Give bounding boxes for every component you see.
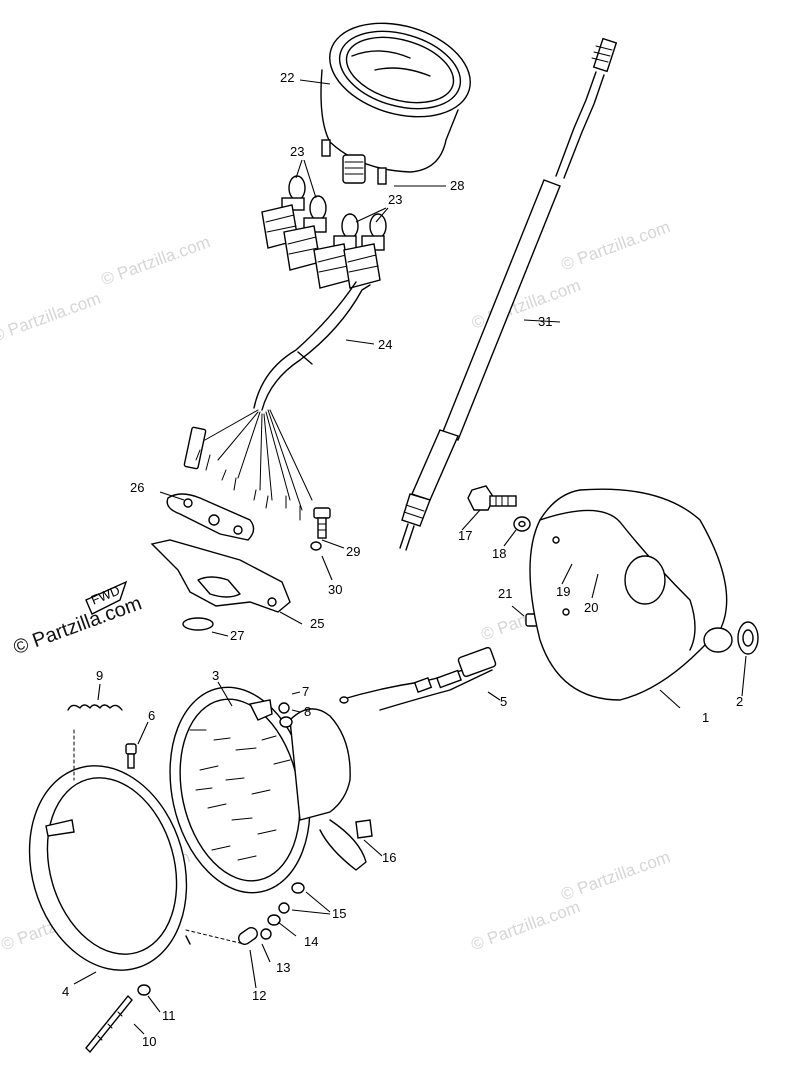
callout-22: 22: [280, 70, 294, 85]
callout-27: 27: [230, 628, 244, 643]
watermark: © Partzilla.com: [558, 217, 672, 274]
forward-arrow: FWD: [85, 580, 128, 615]
callout-3: 3: [212, 668, 219, 683]
callout-6: 6: [148, 708, 155, 723]
callout-4: 4: [62, 984, 69, 999]
callout-29: 29: [346, 544, 360, 559]
headlight-unit: [169, 686, 373, 894]
callout-11: 11: [162, 1008, 176, 1023]
watermark: © Partzilla.com: [468, 897, 582, 954]
bracket-screw: [310, 507, 331, 551]
callout-26: 26: [130, 480, 144, 495]
watermark: © Partzilla.com: [98, 232, 212, 289]
callout-28: 28: [450, 178, 464, 193]
callout-25: 25: [310, 616, 324, 631]
speedometer-cable: [399, 37, 618, 551]
watermark: © Partzilla.com: [0, 289, 103, 346]
rim-spring: [67, 704, 137, 781]
callout-23: 23: [290, 144, 304, 159]
headlight-lead-wire: [339, 646, 497, 711]
meter-wire-harness: [183, 281, 371, 521]
callout-12: 12: [252, 988, 266, 1003]
callout-18: 18: [492, 546, 506, 561]
bulb-sockets: [261, 175, 387, 289]
callout-20: 20: [584, 600, 598, 615]
leader-lines: [73, 79, 747, 1035]
callout-13: 13: [276, 960, 290, 975]
callout-9: 9: [96, 668, 103, 683]
callout-31: 31: [538, 314, 552, 329]
callout-16: 16: [382, 850, 396, 865]
callout-8: 8: [304, 704, 311, 719]
small-hardware: [85, 702, 305, 1054]
watermark: © Partzilla.com: [558, 847, 672, 904]
callout-14: 14: [304, 934, 318, 949]
callout-19: 19: [556, 584, 570, 599]
callout-21: 21: [498, 586, 512, 601]
headlight-rim: [28, 765, 191, 971]
callout-7: 7: [302, 684, 309, 699]
callouts: 22 23 23 28 24 31 26 29 30 25 27 17 18 1…: [62, 70, 743, 1049]
headlight-case: [529, 488, 759, 701]
callout-5: 5: [500, 694, 507, 709]
callout-15: 15: [332, 906, 346, 921]
callout-1: 1: [702, 710, 709, 725]
callout-17: 17: [458, 528, 472, 543]
partzilla-logo: © Partzilla.com: [11, 592, 145, 659]
callout-30: 30: [328, 582, 342, 597]
callout-2: 2: [736, 694, 743, 709]
callout-24: 24: [378, 337, 392, 352]
callout-10: 10: [142, 1034, 156, 1049]
speedometer: [320, 22, 471, 185]
meter-bracket: [150, 493, 291, 631]
callout-23: 23: [388, 192, 402, 207]
